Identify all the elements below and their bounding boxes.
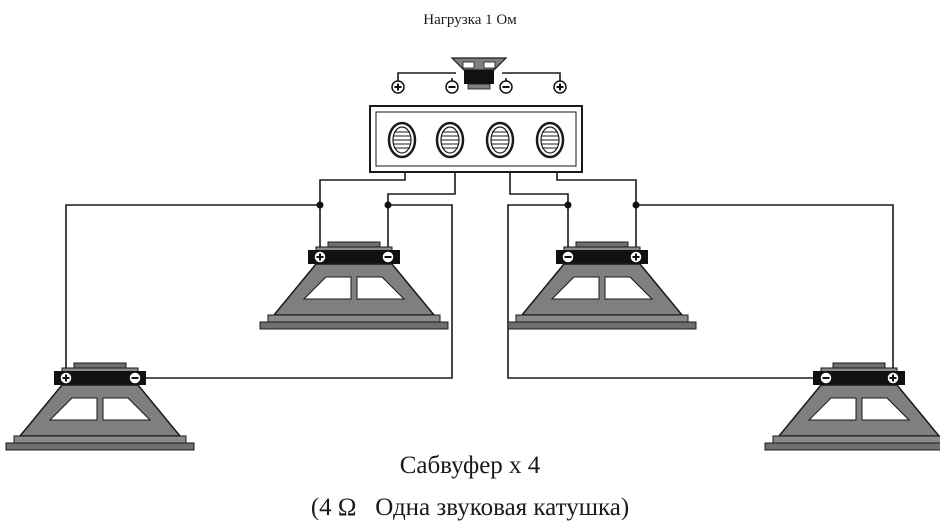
plus-terminal-icon (886, 371, 900, 385)
plus-terminal-icon (629, 250, 643, 264)
minus-terminal-icon (561, 250, 575, 264)
wire-right-minus-bus (507, 204, 826, 379)
wire-amp-left-plus (319, 172, 406, 205)
subwoofer-icon-front-left (259, 241, 449, 330)
caption-subwoofer-count: Сабвуфер х 4 (399, 452, 541, 479)
plus-terminal-icon (313, 250, 327, 264)
wires (65, 72, 894, 379)
wire-left-minus-bus (135, 204, 453, 379)
wire-left-plus-bus (65, 204, 320, 378)
subwoofer-icon-front-right (507, 241, 697, 330)
plus-terminal-icon (391, 80, 405, 94)
wire-amp-right-plus (556, 172, 637, 205)
minus-terminal-icon (819, 371, 833, 385)
wire-amp-right-minus (509, 172, 569, 205)
minus-terminal-icon (128, 371, 142, 385)
caption-voice-coil: (4 Ω Одна звуковая катушка) (310, 494, 630, 521)
load-label: Нагрузка 1 Ом (423, 12, 517, 28)
amplifier-icon (369, 105, 583, 173)
plus-terminal-icon (59, 371, 73, 385)
wire-amp-left-minus (387, 172, 456, 205)
minus-terminal-icon (381, 250, 395, 264)
subwoofer-icon-rear-left (5, 362, 195, 451)
minus-terminal-icon (499, 80, 513, 94)
plus-terminal-icon (553, 80, 567, 94)
junctions (316, 201, 640, 209)
minus-terminal-icon (445, 80, 459, 94)
subwoofer-icon-rear-right (764, 362, 940, 451)
load-speaker-icon (450, 57, 508, 90)
wire-right-plus-bus (636, 204, 894, 378)
